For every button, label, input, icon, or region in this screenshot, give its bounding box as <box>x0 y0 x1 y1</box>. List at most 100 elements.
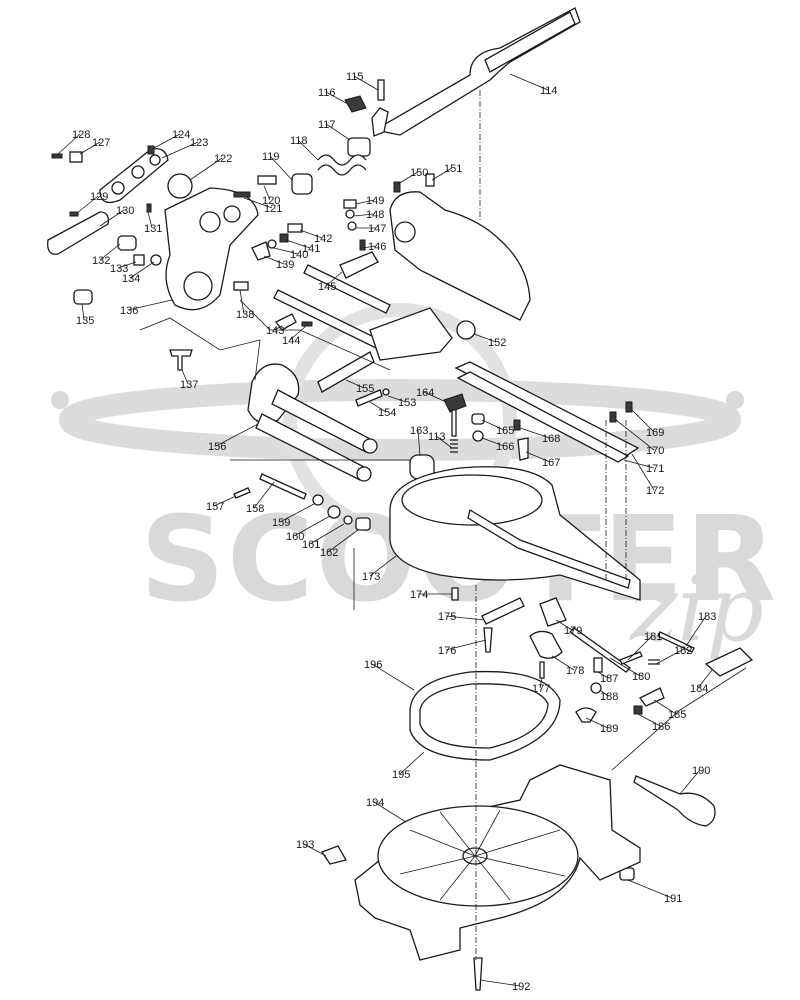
part-label-148: 148 <box>366 209 384 221</box>
screw-149 <box>343 199 357 209</box>
part-label-165: 165 <box>496 425 514 437</box>
leader-line-187 <box>597 671 609 679</box>
part-labels: 1131141151161171181191201211221231241271… <box>57 71 716 993</box>
leader-line-121 <box>243 197 273 209</box>
part-label-154: 154 <box>378 407 396 419</box>
leader-line-169 <box>631 409 655 433</box>
part-label-147: 147 <box>368 223 386 235</box>
leader-line-143 <box>273 325 283 331</box>
foot-189 <box>575 707 597 723</box>
rod-upper <box>303 264 391 314</box>
leader-line-172 <box>631 453 655 491</box>
leader-line-165 <box>481 419 505 431</box>
part-label-166: 166 <box>496 441 514 453</box>
ring-195-inner <box>419 683 549 749</box>
part-label-132: 132 <box>92 255 110 267</box>
leader-line-133 <box>117 261 137 269</box>
leader-line-118 <box>297 139 319 161</box>
part-label-185: 185 <box>668 709 686 721</box>
part-label-186: 186 <box>652 721 670 733</box>
part-label-159: 159 <box>272 517 290 529</box>
part-label-138: 138 <box>236 309 254 321</box>
clip-127 <box>69 151 83 163</box>
part-label-113: 113 <box>428 431 446 443</box>
wing-bolt-116 <box>344 95 367 113</box>
part-label-139: 139 <box>276 259 294 271</box>
part-label-118: 118 <box>290 135 308 147</box>
base-ribs <box>399 809 566 901</box>
nut-165 <box>471 413 485 425</box>
part-label-136: 136 <box>120 305 138 317</box>
leader-line-162 <box>327 529 359 553</box>
leader-line-173 <box>369 555 397 577</box>
part-label-129: 129 <box>90 191 108 203</box>
part-label-150: 150 <box>410 167 428 179</box>
part-label-155: 155 <box>356 383 374 395</box>
part-label-161: 161 <box>302 539 320 551</box>
leader-line-168 <box>519 427 551 439</box>
part-label-188: 188 <box>600 691 618 703</box>
leader-line-163 <box>417 429 421 457</box>
part-label-189: 189 <box>600 723 618 735</box>
assembly-line-d <box>611 667 747 771</box>
leader-line-184 <box>697 669 713 689</box>
arm-pivot <box>394 221 416 243</box>
part-label-140: 140 <box>290 249 308 261</box>
leader-line-123 <box>161 141 199 159</box>
leader-line-182 <box>655 649 683 665</box>
part-label-192: 192 <box>512 981 530 993</box>
leader-line-129 <box>75 195 99 215</box>
rod-155 <box>317 351 375 393</box>
leader-line-140 <box>273 247 299 255</box>
part-label-164: 164 <box>416 387 434 399</box>
part-label-163: 163 <box>410 425 428 437</box>
part-label-141: 141 <box>302 243 320 255</box>
screw-186 <box>633 705 643 715</box>
part-label-122: 122 <box>214 153 232 165</box>
leader-line-146 <box>361 245 377 249</box>
part-label-128: 128 <box>72 129 90 141</box>
pin-150 <box>393 181 401 193</box>
leader-line-183 <box>685 615 707 647</box>
washer-148 <box>345 209 355 219</box>
leader-line-194 <box>373 801 407 823</box>
bracket-115 <box>371 107 389 137</box>
spring-187 <box>593 657 603 673</box>
leader-line-119 <box>269 155 293 181</box>
leader-line-189 <box>585 717 609 729</box>
part-label-149: 149 <box>366 195 384 207</box>
bushing-119 <box>291 173 313 195</box>
part-label-171: 171 <box>646 463 664 475</box>
screw-144 <box>301 321 313 327</box>
leader-line-148 <box>353 213 375 217</box>
rod-end-b <box>356 466 372 482</box>
leader-line-137 <box>181 369 189 385</box>
part-label-142: 142 <box>314 233 332 245</box>
watermark-dot-right <box>726 391 744 409</box>
part-label-183: 183 <box>698 611 716 623</box>
bushing-117 <box>347 137 371 157</box>
leader-line-186 <box>637 713 661 727</box>
screw-141 <box>279 233 289 243</box>
part-label-121: 121 <box>264 203 282 215</box>
watermark: SCOOTER zip <box>51 303 776 662</box>
washer-188 <box>590 682 602 694</box>
handle-190 <box>633 775 716 827</box>
part-label-172: 172 <box>646 485 664 497</box>
leader-line-134 <box>129 261 155 279</box>
rod-183 <box>657 631 695 653</box>
bushing-122 <box>167 173 193 199</box>
leader-line-180 <box>609 657 641 677</box>
part-label-176: 176 <box>438 645 456 657</box>
leader-line-152 <box>473 333 497 343</box>
screw-142 <box>287 223 303 233</box>
leader-line-141 <box>285 239 311 249</box>
part-label-175: 175 <box>438 611 456 623</box>
part-label-130: 130 <box>116 205 134 217</box>
leader-line-138 <box>239 289 245 315</box>
leader-line-181 <box>627 635 653 661</box>
bolt-120 <box>257 175 277 185</box>
washer-159 <box>312 494 324 506</box>
bracket-179 <box>539 597 567 627</box>
leader-line-157 <box>213 495 237 507</box>
